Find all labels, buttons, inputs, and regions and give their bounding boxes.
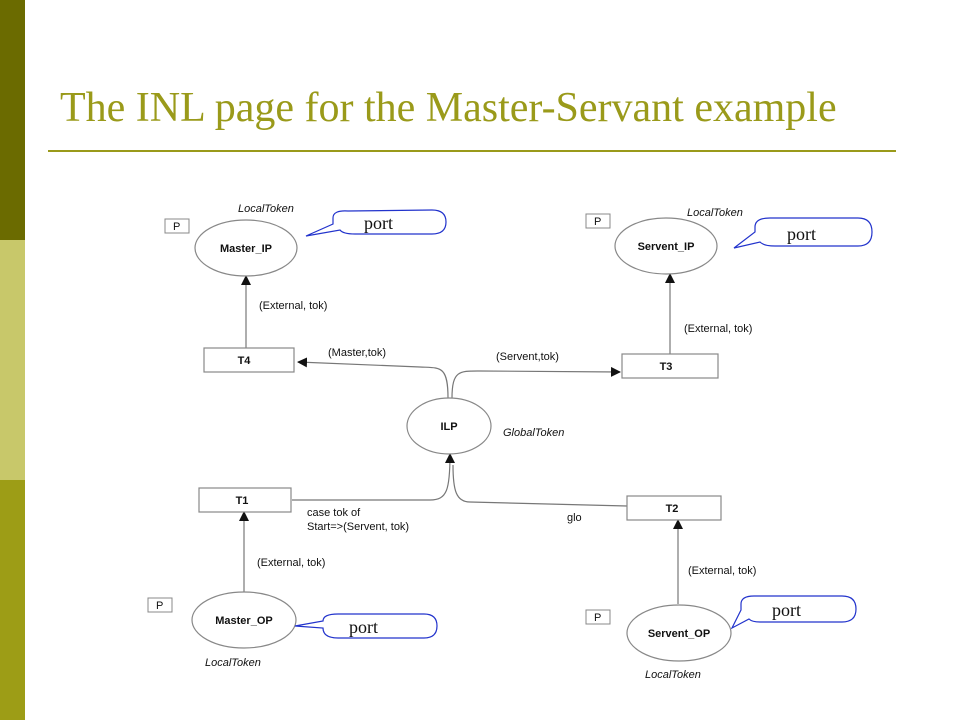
type-servent-ip: LocalToken <box>687 207 743 219</box>
arc-label-ilp-t3: (Servent,tok) <box>496 351 559 363</box>
tag-box-servent-ip <box>585 213 611 229</box>
transition-label-t4: T4 <box>238 355 252 367</box>
place-ilp <box>406 397 492 455</box>
slide-title: The INL page for the Master-Servant exam… <box>60 85 837 131</box>
arc-label-master-op-t1: (External, tok) <box>257 557 325 569</box>
arc-label-t1-ilp-line2: Start=>(Servent, tok) <box>307 521 409 533</box>
callout-servent-ip <box>733 217 873 249</box>
tag-servent-ip: P <box>594 216 601 228</box>
type-master-ip: LocalToken <box>238 203 294 215</box>
callout-servent-op <box>730 595 857 630</box>
type-ilp: GlobalToken <box>503 427 564 439</box>
arc-label-t2-ilp: glo <box>567 512 582 524</box>
arc-label-ilp-t4: (Master,tok) <box>328 347 386 359</box>
place-master-ip <box>194 219 298 277</box>
place-label-master-ip: Master_IP <box>220 243 272 255</box>
transition-t4 <box>203 347 295 373</box>
arc-label-t3-servent-ip: (External, tok) <box>684 323 752 335</box>
callout-text-servent-ip: port <box>787 224 816 244</box>
transition-t3 <box>621 353 719 379</box>
transition-t2 <box>626 495 722 521</box>
place-label-servent-op: Servent_OP <box>648 628 710 640</box>
place-servent-op <box>626 604 732 662</box>
arc-ilp-t3 <box>451 366 621 399</box>
sidebar-decoration <box>0 0 25 720</box>
tag-master-ip: P <box>173 221 180 233</box>
place-master-op <box>191 591 297 649</box>
tag-servent-op: P <box>594 612 601 624</box>
arc-label-servent-op-t2: (External, tok) <box>688 565 756 577</box>
arc-label-t1-ilp-line1: case tok of <box>307 507 361 519</box>
type-master-op: LocalToken <box>205 657 261 669</box>
callout-master-op <box>294 613 438 639</box>
arc-t2-ilp <box>452 464 628 507</box>
transition-t1 <box>198 487 292 513</box>
callout-text-master-ip: port <box>364 213 393 233</box>
sidebar-block-medium <box>0 480 25 720</box>
callout-text-master-op: port <box>349 617 378 637</box>
place-label-servent-ip: Servent_IP <box>638 241 695 253</box>
tag-box-master-op <box>147 597 173 613</box>
place-servent-ip <box>614 217 718 275</box>
arc-label-t4-master-ip: (External, tok) <box>259 300 327 312</box>
arc-t1-ilp <box>292 453 455 501</box>
transition-label-t2: T2 <box>666 503 679 515</box>
sidebar-block-dark <box>0 0 25 240</box>
arc-ilp-t4 <box>297 357 449 399</box>
tag-box-servent-op <box>585 609 611 625</box>
transition-label-t1: T1 <box>236 495 249 507</box>
tag-master-op: P <box>156 600 163 612</box>
type-servent-op: LocalToken <box>645 669 701 681</box>
place-label-ilp: ILP <box>440 421 457 433</box>
place-label-master-op: Master_OP <box>215 615 272 627</box>
title-underline <box>48 150 896 152</box>
callout-master-ip <box>305 209 447 237</box>
transition-label-t3: T3 <box>660 361 673 373</box>
callout-text-servent-op: port <box>772 600 801 620</box>
sidebar-block-light <box>0 240 25 480</box>
tag-box-master-ip <box>164 218 190 234</box>
